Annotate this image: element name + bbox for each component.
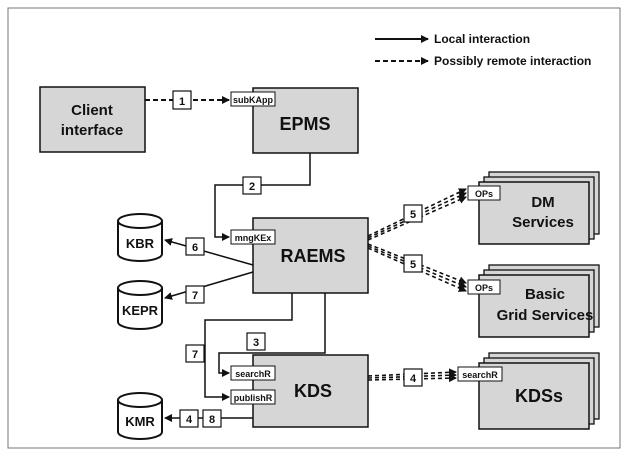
client-interface-box: Client interface [39,86,146,153]
step-5b-label: 5 [410,259,416,271]
step-4b-badge: 4 [179,409,199,428]
edges-raems-dm [367,188,467,241]
kmr-repository: KMR [117,392,163,440]
step-1-label: 1 [179,96,185,108]
kdss-box: KDSs [478,352,600,430]
step-6-badge: 6 [185,237,205,256]
port-publishr-label: publishR [234,393,273,403]
step-2-badge: 2 [242,176,262,195]
port-publishr: publishR [230,389,276,405]
port-subkapp-label: subKApp [233,95,273,105]
kds-label: KDS [294,381,332,401]
edge-raems-kds-publish [204,293,293,401]
kdss-label: KDSs [515,386,563,406]
step-8-label: 8 [209,414,215,426]
step-4b-label: 4 [186,414,193,426]
step-7b-badge: 7 [185,344,205,363]
port-ops-grid: OPs [467,279,501,295]
legend-remote-label: Possibly remote interaction [434,54,591,68]
grid-services-line2: Grid Services [497,307,594,324]
legend-local-label: Local interaction [434,32,530,46]
kbr-label: KBR [126,236,155,251]
port-searchr-kds: searchR [230,365,276,381]
port-searchr-kdss: searchR [457,366,503,382]
raems-label: RAEMS [280,246,345,266]
step-2-label: 2 [249,181,255,193]
edge-epms-raems [214,153,311,241]
port-mngkex-label: mngKEx [235,233,272,243]
client-interface-line2: interface [61,122,124,139]
step-7a-label: 7 [192,290,198,302]
port-ops-grid-label: OPs [475,283,493,293]
step-5a-label: 5 [410,209,416,221]
epms-label: EPMS [279,114,330,134]
kbr-repository: KBR [117,213,163,262]
step-5b-badge: 5 [403,254,423,273]
edge-raems-kds-search [218,293,326,377]
client-interface-line1: Client [71,102,113,119]
edge-raems-kepr [164,271,254,300]
port-mngkex: mngKEx [230,229,276,245]
kepr-repository: KEPR [117,280,163,330]
step-6-label: 6 [192,242,198,254]
step-3-badge: 3 [246,332,266,351]
step-4a-badge: 4 [403,368,423,387]
port-searchr-kdss-label: searchR [462,370,498,380]
port-ops-dm: OPs [467,185,501,201]
step-3-label: 3 [253,337,259,349]
dm-services-box: DM Services [478,171,600,245]
legend: Local interaction Possibly remote intera… [375,32,591,68]
kepr-label: KEPR [122,303,159,318]
edge-raems-kbr [164,238,254,266]
raems-box: RAEMS [252,217,369,294]
step-1-badge: 1 [172,90,192,110]
grid-services-line1: Basic [525,286,565,303]
diagram-frame [7,7,621,449]
dm-services-line2: Services [512,214,574,231]
step-5a-badge: 5 [403,204,423,223]
dm-services-line1: DM [531,194,554,211]
step-4a-label: 4 [410,373,417,385]
kmr-label: KMR [125,414,155,429]
port-searchr-kds-label: searchR [235,369,271,379]
port-subkapp: subKApp [230,91,276,107]
step-7b-label: 7 [192,349,198,361]
step-7a-badge: 7 [185,285,205,304]
grid-services-box: Basic Grid Services [478,264,600,338]
port-ops-dm-label: OPs [475,189,493,199]
step-8-badge: 8 [202,409,222,428]
